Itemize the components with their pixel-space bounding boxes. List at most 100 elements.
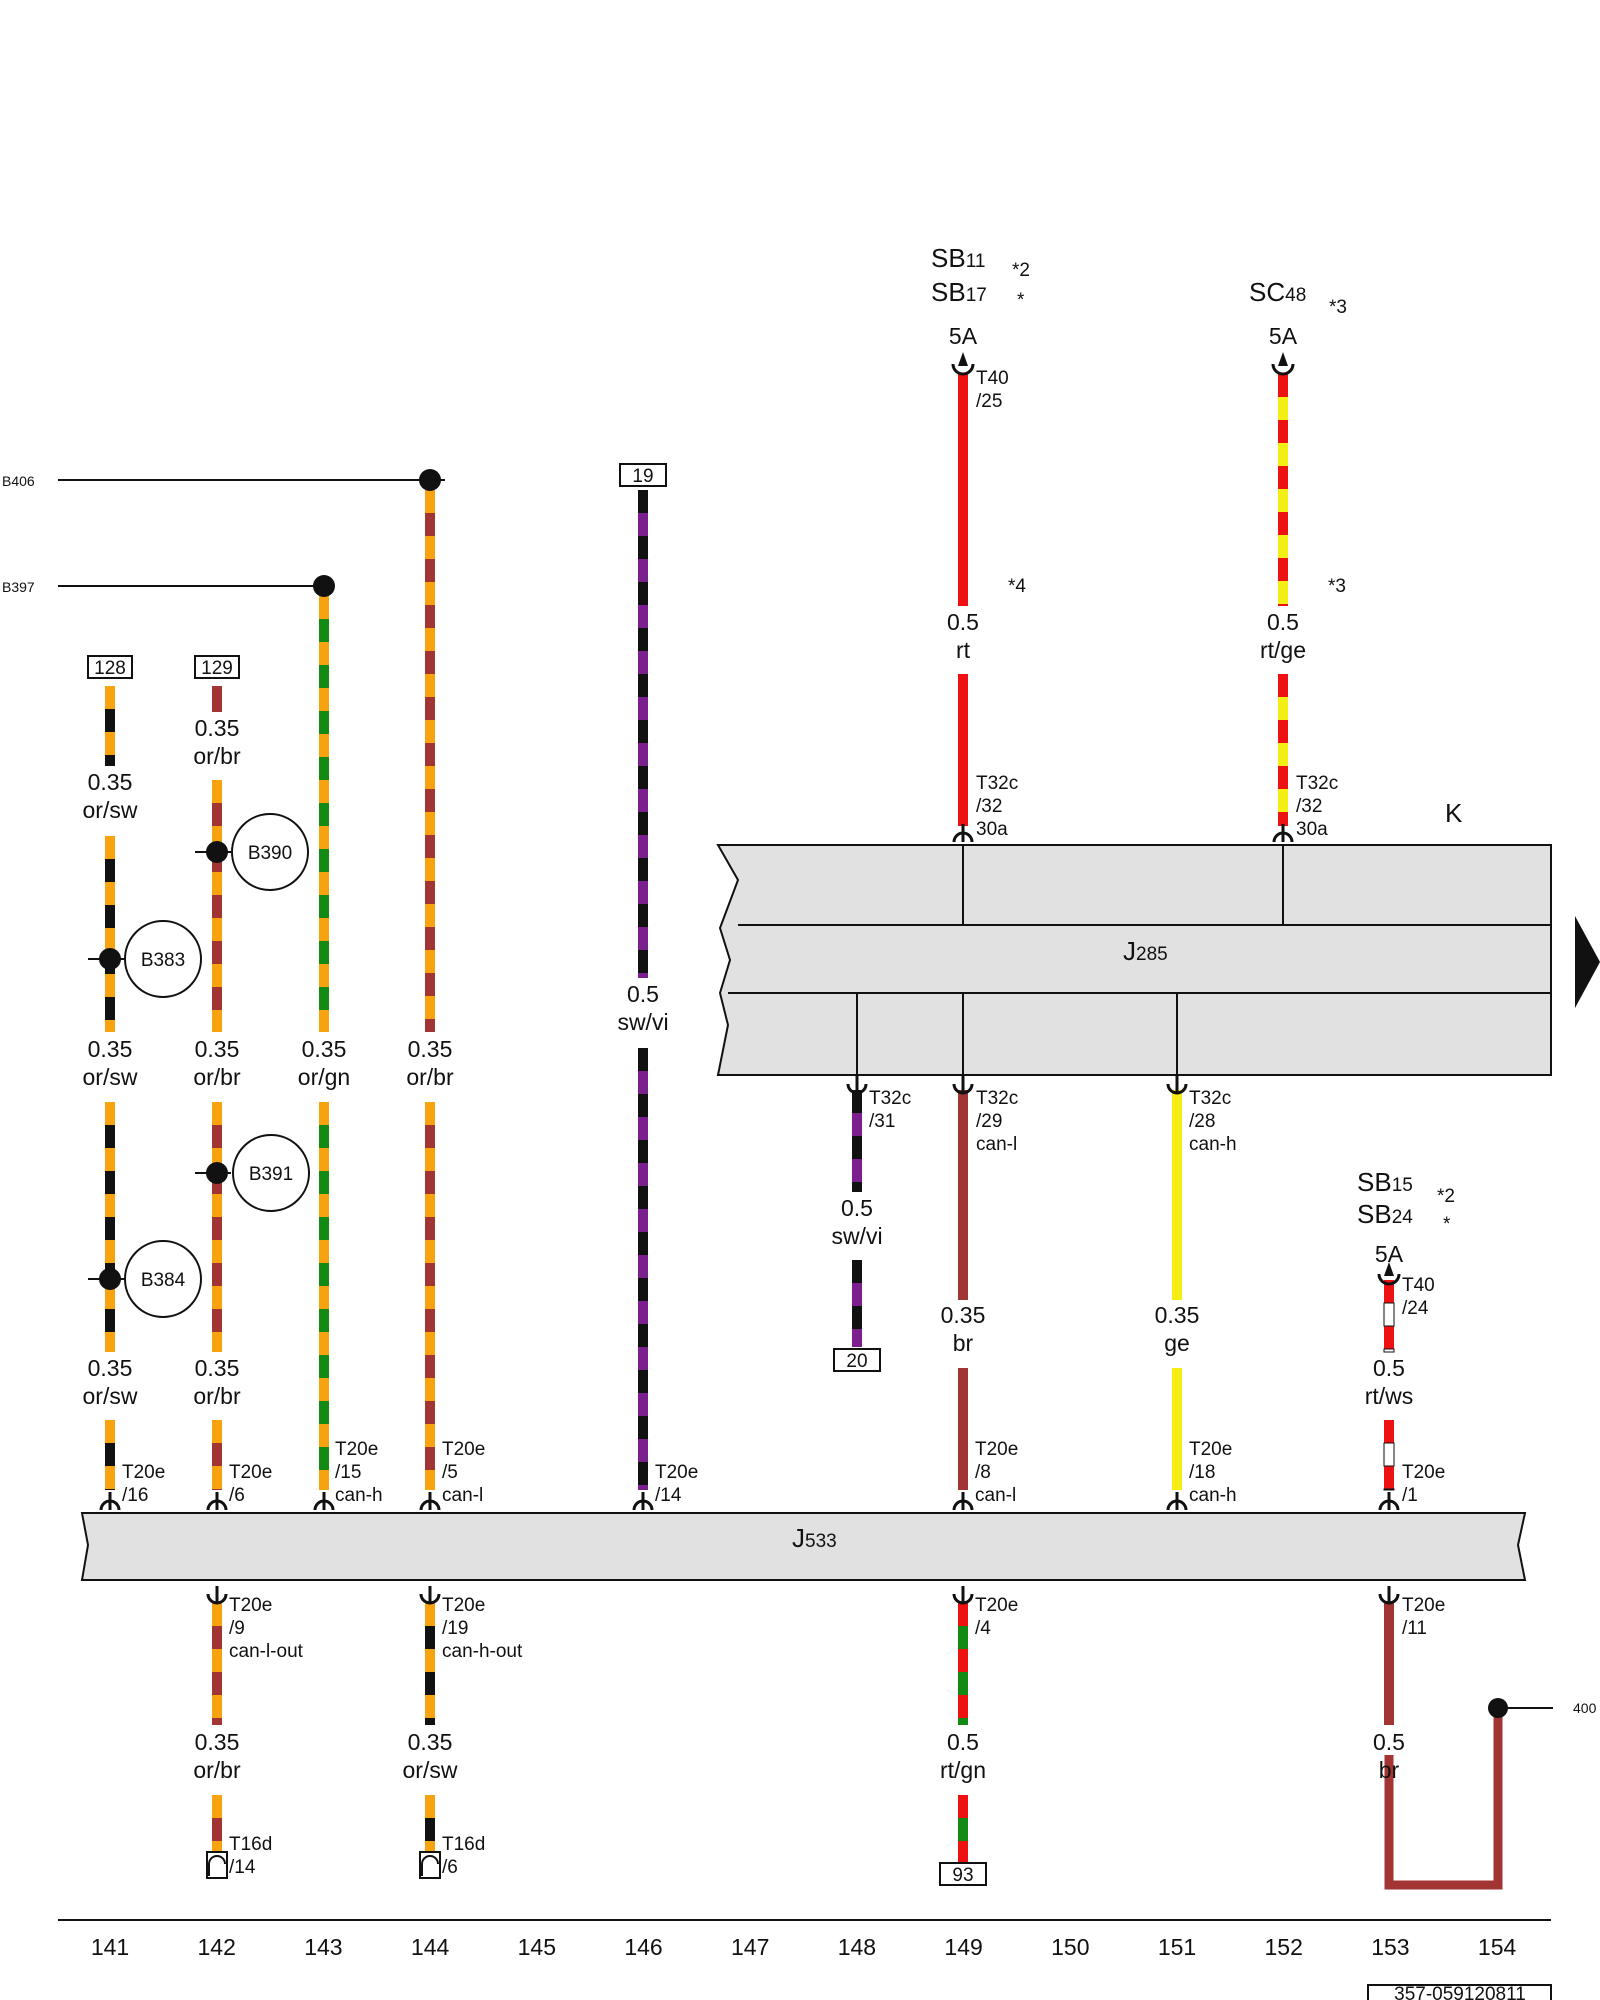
wire-146-seg-b-stripe <box>638 1209 648 1232</box>
terminal-j533-bottom-1389-icon <box>1378 1586 1400 1605</box>
wire-141-seg-c-stripe <box>105 1309 115 1332</box>
wire-144a-size: 0.35 <box>408 1036 453 1062</box>
wire-142-seg-a-base <box>212 686 222 712</box>
wire-148-seg-b <box>852 1260 862 1347</box>
socket-t16d-142-icon <box>206 1851 228 1879</box>
wire-149-seg-f-stripe <box>958 1818 968 1841</box>
wire-148-seg-a-stripe <box>852 1159 862 1182</box>
pin-label-t16-142: T16d/14 <box>229 1834 272 1878</box>
wire-143-seg-a-stripe <box>319 895 329 918</box>
wire-142a-size: 0.35 <box>195 715 240 741</box>
wire-146-seg-a-stripe <box>638 559 648 582</box>
wire-142c-color: or/br <box>193 1383 241 1409</box>
connector-box-129 <box>194 655 240 679</box>
wire-143-seg-a-stripe <box>319 987 329 1010</box>
wire-142-seg-d-stripe <box>212 1443 222 1466</box>
wire-142b-color: or/br <box>193 1064 241 1090</box>
wire-146-seg-a-stripe <box>638 651 648 674</box>
wire-143-seg-b <box>319 1102 329 1490</box>
wire-146-seg-b-stripe <box>638 1485 648 1490</box>
column-number-153: 153 <box>1371 1934 1409 1960</box>
wire-151-seg-b-base <box>1172 1368 1182 1490</box>
wire-146-seg-b-stripe <box>638 1393 648 1416</box>
fuse-b-name: SC48 <box>1249 277 1306 307</box>
fuse-a-line1: SB11 <box>931 243 985 273</box>
wire-144-seg-a-stripe <box>425 743 435 766</box>
wire-153-seg-b-stripe <box>1383 1442 1395 1467</box>
wire-141-seg-c-stripe <box>105 1125 115 1148</box>
pin-label-j-141-top: T20e/16 <box>122 1462 165 1506</box>
wire-148-seg-b-stripe <box>852 1283 862 1306</box>
wire-151-size: 0.35 <box>1155 1302 1200 1328</box>
column-number-154: 154 <box>1478 1934 1517 1960</box>
wire-141-seg-c <box>105 1102 115 1352</box>
connector-box-20 <box>833 1348 881 1372</box>
wire-149-seg-e <box>958 1603 968 1725</box>
wire-144-seg-c-stripe <box>425 1718 435 1725</box>
wire-146-seg-a-stripe <box>638 743 648 766</box>
wire-142b-size: 0.35 <box>195 1036 240 1062</box>
wire-144a-color: or/br <box>406 1064 454 1090</box>
connector-box-93 <box>939 1862 987 1886</box>
wire-144-seg-a-stripe <box>425 881 435 904</box>
fuse-c-terminal-icon-arc <box>1377 1273 1401 1286</box>
fuse-b-terminal-icon-tip <box>1278 352 1288 366</box>
wire-149-seg-c <box>958 1090 968 1300</box>
wire-144-seg-a-stripe <box>425 605 435 628</box>
wire-141a-color: or/sw <box>83 797 138 823</box>
column-number-150: 150 <box>1051 1934 1089 1960</box>
terminal-j533-top-430-icon <box>419 1492 441 1511</box>
pin-label-k-148-bot: T32c/31 <box>869 1088 911 1132</box>
wire-148-size: 0.5 <box>841 1195 873 1221</box>
wire-149b-color: br <box>953 1330 974 1356</box>
wire-141-seg-b <box>105 836 115 1032</box>
pin-label-fuse-a: T40/25 <box>976 368 1009 412</box>
fuse-sc48: SC48 *3 5A *3 <box>1249 277 1347 597</box>
column-number-149: 149 <box>944 1934 982 1960</box>
wire-152-seg-a-stripe <box>1278 581 1288 604</box>
connector-93-label: 93 <box>952 1865 973 1886</box>
wire-144-seg-c <box>425 1603 435 1725</box>
connector-128-label: 128 <box>94 658 126 679</box>
fuse-sb15-sb24: SB15 *2 SB24 * 5A <box>1357 1167 1455 1267</box>
wire-151-seg-a-base <box>1172 1090 1182 1300</box>
wire-144-seg-d-stripe <box>425 1818 435 1841</box>
wire-142d-color: or/br <box>193 1757 241 1783</box>
wire-142d-size: 0.35 <box>195 1729 240 1755</box>
wire-141-seg-a <box>105 686 115 766</box>
terminal-j533-top-110-icon <box>99 1492 121 1511</box>
wire-labels: 0.35 or/sw 0.35 or/sw 0.35 or/sw 0.35 or… <box>83 609 1414 1783</box>
column-number-144: 144 <box>411 1934 450 1960</box>
diagram-id: 357-059120811 <box>1394 1984 1526 2000</box>
wire-143-seg-b-base <box>319 1102 329 1490</box>
wire-142-seg-c-stripe <box>212 1263 222 1286</box>
wire-142c-size: 0.35 <box>195 1355 240 1381</box>
wire-141-seg-c-stripe <box>105 1171 115 1194</box>
wire-143-seg-a <box>319 596 329 1032</box>
wire-143-seg-a-stripe <box>319 941 329 964</box>
wire-153b-color: br <box>1379 1757 1400 1783</box>
wire-142-seg-d <box>212 1420 222 1490</box>
fuse-a-terminal-icon <box>951 352 975 376</box>
continuation-arrow-icon <box>1575 916 1600 1008</box>
diagram-id-box <box>1367 1984 1552 2000</box>
wire-144-seg-c-stripe <box>425 1672 435 1695</box>
terminal-j533-top-324-icon <box>313 1492 335 1511</box>
wire-143-seg-a-stripe <box>319 757 329 780</box>
wire-149-seg-b-base <box>958 674 968 826</box>
wire-146-color: sw/vi <box>617 1009 668 1035</box>
wire-146-seg-a-stripe <box>638 835 648 858</box>
wire-142-seg-e-stripe <box>212 1626 222 1649</box>
wire-144-seg-b-stripe <box>425 1171 435 1194</box>
pin-label-j-153-bot: T20e/11 <box>1402 1595 1445 1639</box>
wire-149-seg-d <box>958 1368 968 1490</box>
wire-153a-size: 0.5 <box>1373 1355 1405 1381</box>
